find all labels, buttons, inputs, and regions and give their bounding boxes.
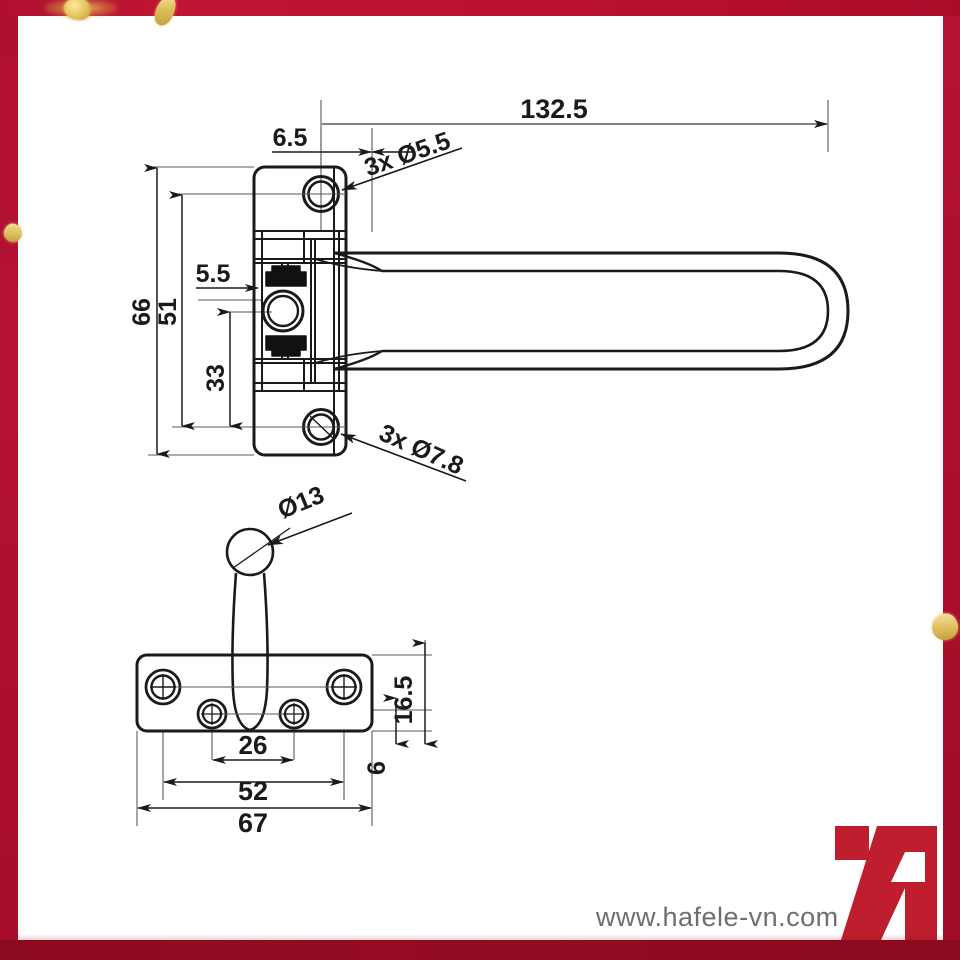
plate-hole-lower-right xyxy=(278,698,310,730)
arm-shoulder-lower xyxy=(333,349,383,371)
dim-label-66: 66 xyxy=(128,298,156,326)
dim-label-3x-7-8: 3x Ø7.8 xyxy=(375,419,468,481)
clamp-lower xyxy=(265,335,307,357)
arm-shoulder-upper xyxy=(333,251,383,273)
dim-label-13: Ø13 xyxy=(274,481,328,525)
leader-3x-5-5 xyxy=(341,147,463,191)
guard-body-plate xyxy=(252,165,348,457)
leader-3x-7-8 xyxy=(340,433,467,482)
dim-label-51: 51 xyxy=(154,298,182,326)
clamp-upper xyxy=(265,265,307,287)
dim-label-132-5: 132.5 xyxy=(520,94,588,124)
dim-label-16-5: 16.5 xyxy=(390,676,418,725)
dim-label-6-5: 6.5 xyxy=(273,124,308,152)
website-url: www.hafele-vn.com xyxy=(596,902,839,932)
hafele-logo xyxy=(833,822,943,940)
guard-arm-outer xyxy=(334,251,850,371)
tongue-leaf xyxy=(231,572,269,732)
dim-label-26: 26 xyxy=(239,730,268,760)
logo-a-counter xyxy=(891,852,925,882)
plate-hole-upper-left xyxy=(144,668,182,706)
plate-hole-upper-right xyxy=(325,668,363,706)
leader-13 xyxy=(267,512,353,546)
dim-label-67: 67 xyxy=(238,808,268,838)
pivot-boss-inner xyxy=(266,294,300,328)
pivot-boss-outer xyxy=(261,289,305,333)
dim-label-5-5: 5.5 xyxy=(196,260,231,288)
logo-dot xyxy=(835,826,869,860)
guard-arm-inner xyxy=(382,269,830,353)
knob-circle xyxy=(225,527,275,577)
dim-label-33: 33 xyxy=(202,364,230,392)
plate-hole-lower-left xyxy=(196,698,228,730)
strike-plate xyxy=(135,653,374,733)
dim-label-3x-5-5: 3x Ø5.5 xyxy=(361,127,454,182)
dim-label-52: 52 xyxy=(238,776,268,806)
dim-label-6: 6 xyxy=(363,761,391,775)
